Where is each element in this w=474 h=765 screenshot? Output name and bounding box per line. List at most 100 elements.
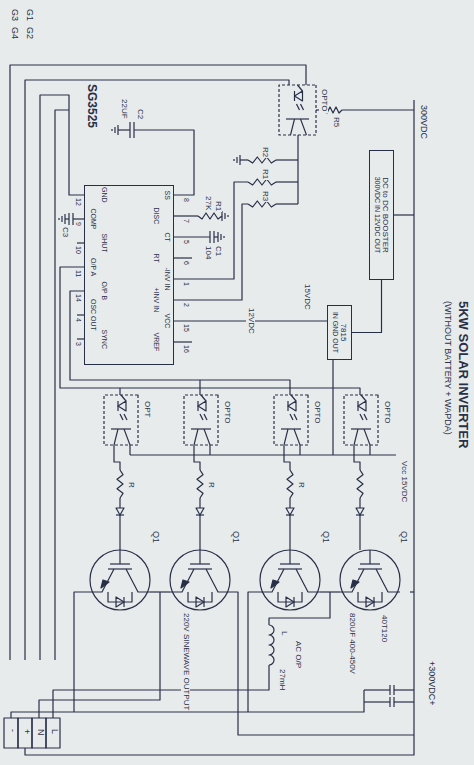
opto-label: OPT [142, 400, 151, 418]
led-symbol [288, 401, 296, 411]
voltage-label: +300VDC+ [426, 660, 436, 707]
wire [276, 203, 298, 204]
transistor-symbol [354, 429, 358, 445]
igbt-channel [278, 568, 302, 569]
opto-coupler [274, 395, 308, 445]
freewheel-diode [188, 592, 212, 602]
igbt-channel [108, 568, 132, 569]
inductor-coil [269, 625, 274, 665]
light-arrow [297, 104, 300, 110]
transistor-symbol [111, 428, 131, 429]
freewheel-diode [116, 597, 124, 607]
connector [352, 280, 382, 333]
output-note: 220V SINEWAVE OUTPUT [181, 612, 190, 711]
pin-name: +INV IN [152, 287, 160, 314]
capacitor-symbol [393, 697, 394, 707]
ground-symbol [224, 213, 225, 219]
wire [394, 701, 414, 702]
pin-number: 8 [182, 197, 190, 203]
ground-symbol [233, 159, 234, 161]
igbt-gate [110, 563, 130, 564]
box-text: 7815 [339, 309, 348, 356]
ground-symbol [239, 155, 240, 165]
opto-coupler [104, 395, 138, 445]
igbt-emitter [90, 569, 114, 592]
ground-symbol [220, 234, 221, 240]
terminal-block [18, 718, 32, 748]
igbt-body [90, 550, 150, 610]
transistor-label: Q1 [398, 530, 408, 544]
opto-coupler [344, 395, 378, 445]
gate-label: G4 [9, 26, 19, 40]
gate-wire [199, 515, 200, 550]
led-symbol [287, 401, 288, 411]
igbt-emitter [260, 569, 284, 592]
pin-number: 10 [74, 245, 82, 255]
pin-name: VREF [152, 332, 160, 353]
igbt-channel [358, 568, 382, 569]
light-arrow [120, 414, 123, 420]
ground-symbol [217, 232, 218, 242]
pin-name: GND [100, 186, 108, 204]
freewheel-diode [373, 597, 374, 607]
transistor-symbol [286, 118, 309, 119]
wire [276, 159, 298, 160]
igbt-collector [206, 569, 230, 592]
transistor-symbol [191, 428, 211, 429]
transistor-label: Q1 [320, 530, 330, 544]
voltage-label: Vcc 15VDC [399, 460, 408, 503]
pin-number: 11 [74, 269, 82, 278]
gate-wire [289, 498, 290, 508]
edge-label: 12VDC [246, 307, 255, 335]
pin-name: COMP [89, 208, 97, 231]
capacitor-symbol [133, 122, 134, 138]
resistor-symbol [357, 470, 363, 498]
igbt-body [260, 550, 320, 610]
transistor-symbol [124, 429, 130, 445]
voltage-label: 300VDC [418, 104, 428, 140]
wire [174, 182, 248, 279]
transistor-symbol [114, 429, 118, 445]
light-arrow [204, 414, 207, 420]
gate-wire [284, 445, 290, 470]
pin-name: VCC [163, 313, 171, 330]
transistor-symbol [204, 429, 210, 445]
ground-symbol [64, 214, 65, 224]
resistor-label: R1 [260, 168, 269, 180]
ground-symbol [117, 125, 118, 135]
box-text: IN GND OUT [331, 309, 339, 356]
drive-wire [60, 267, 360, 395]
igbt-gate [280, 563, 300, 564]
capacitor-label: C3 [60, 226, 69, 238]
output-label: AC O/P [293, 640, 302, 669]
dc-bus-rail [25, 100, 414, 755]
transistor-symbol [364, 429, 370, 445]
pin-number: 7 [182, 218, 190, 224]
ground-symbol [58, 218, 59, 220]
pin-number: 5 [182, 239, 190, 245]
igbt-emitter [340, 569, 364, 592]
freewheel-diode [366, 597, 374, 607]
drive-wire [199, 380, 200, 395]
pin-number: 9 [74, 221, 82, 227]
terminal-block [46, 718, 60, 748]
emitter-arrow [351, 580, 359, 588]
transistor-symbol [301, 119, 307, 135]
light-arrow [200, 414, 203, 420]
wire [201, 395, 206, 401]
transistor-symbol [194, 429, 198, 445]
ground-symbol [111, 129, 112, 131]
igbt-collector [376, 569, 400, 592]
led-symbol [358, 401, 366, 411]
light-arrow [364, 414, 367, 420]
capacitor-symbol [393, 685, 394, 695]
resistor-value: 27K [203, 195, 212, 211]
igbt-collector [126, 569, 150, 592]
vcc-wire [129, 445, 130, 455]
drive-wire [119, 388, 120, 395]
gate-label: G2 [24, 26, 34, 40]
pin-name: SYNC [100, 329, 108, 350]
emitter-arrow [271, 580, 279, 588]
opto-coupler [184, 395, 218, 445]
